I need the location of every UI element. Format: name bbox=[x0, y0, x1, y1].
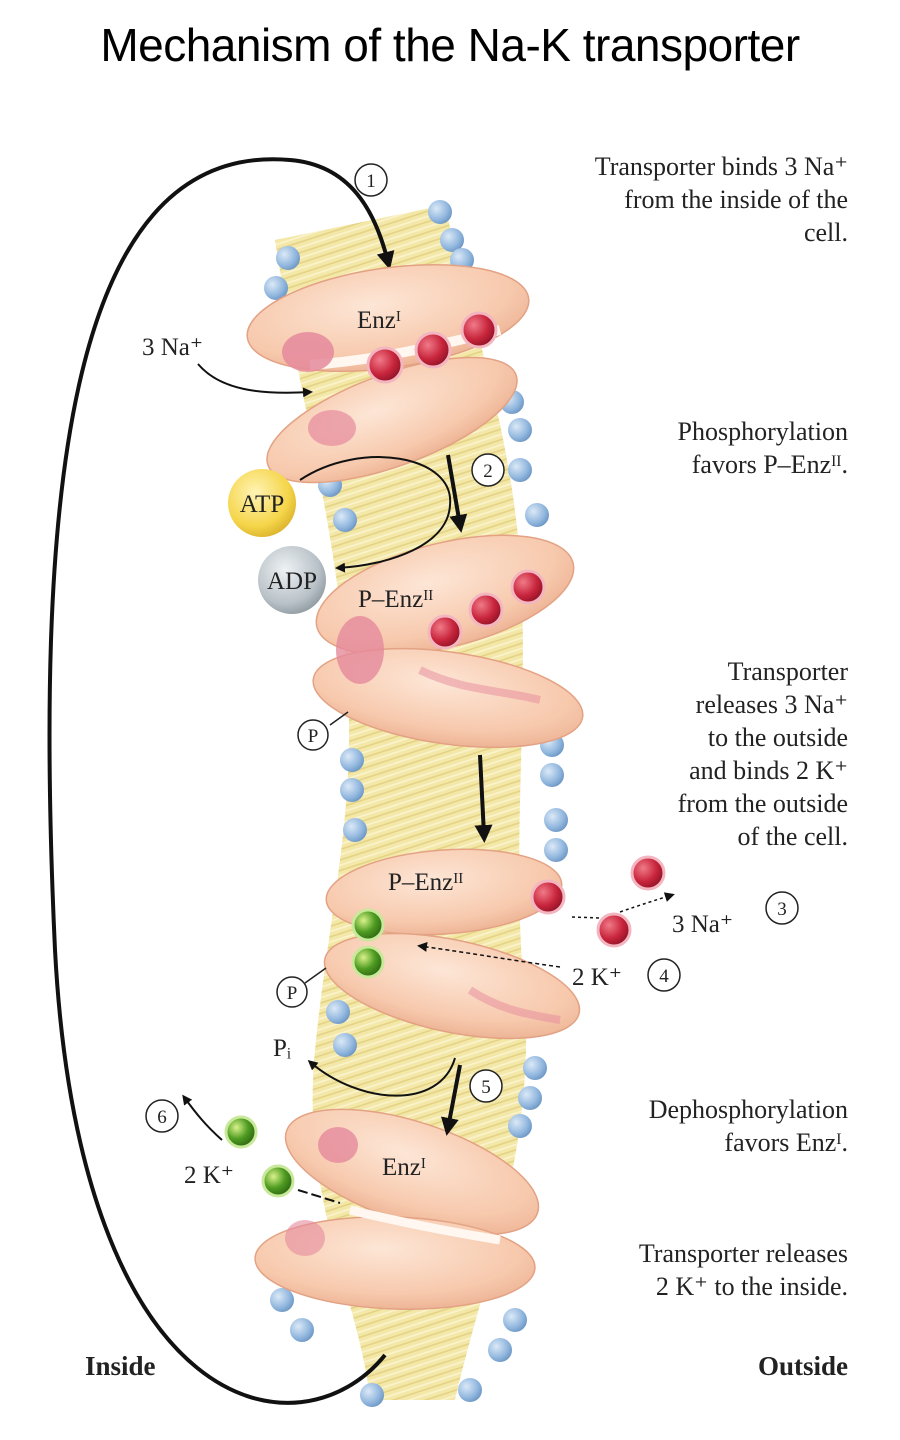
step-6-marker: 6 bbox=[145, 1099, 179, 1133]
svg-text:from the inside of the: from the inside of the bbox=[624, 185, 848, 214]
step-1-description: Transporter binds 3 Na⁺ from the inside … bbox=[595, 152, 848, 247]
lipid-head bbox=[518, 1086, 542, 1110]
label-pi: Pᵢ bbox=[273, 1035, 291, 1062]
step-4-marker: 4 bbox=[647, 958, 681, 992]
label-na-out: 3 Na⁺ bbox=[672, 911, 733, 938]
svg-text:Dephosphorylation: Dephosphorylation bbox=[649, 1095, 848, 1124]
label-k-out: 2 K⁺ bbox=[572, 964, 622, 991]
step-6-description: Transporter releases 2 K⁺ to the inside. bbox=[639, 1239, 848, 1301]
lipid-head bbox=[540, 763, 564, 787]
svg-text:4: 4 bbox=[659, 966, 669, 987]
potassium-ions-released bbox=[224, 1115, 295, 1198]
svg-text:ADP: ADP bbox=[267, 568, 317, 595]
label-na-in: 3 Na⁺ bbox=[142, 334, 203, 361]
svg-text:favors Enzᴵ.: favors Enzᴵ. bbox=[724, 1128, 848, 1157]
lipid-head bbox=[343, 818, 367, 842]
lipid-head bbox=[523, 1056, 547, 1080]
arrow-step-5 bbox=[441, 1064, 462, 1136]
lipid-head bbox=[508, 458, 532, 482]
svg-text:2: 2 bbox=[483, 461, 493, 482]
lipid-head bbox=[544, 808, 568, 832]
sodium-ions-stage-1 bbox=[366, 311, 498, 384]
lipid-head bbox=[333, 1033, 357, 1057]
phosphate-tag-1: P bbox=[297, 711, 349, 751]
membrane bbox=[275, 205, 527, 1400]
page-title: Mechanism of the Na-K transporter bbox=[100, 19, 800, 71]
sodium-ions-released bbox=[530, 855, 666, 948]
label-outside: Outside bbox=[758, 1351, 848, 1381]
lipid-head bbox=[525, 503, 549, 527]
svg-text:of the cell.: of the cell. bbox=[738, 822, 848, 851]
svg-text:6: 6 bbox=[157, 1107, 167, 1128]
step-2-description: Phosphorylation favors P–Enzᴵᴵ. bbox=[678, 417, 848, 479]
lipid-head bbox=[428, 200, 452, 224]
arrow-k-inside bbox=[182, 1094, 223, 1141]
step-5-marker: 5 bbox=[469, 1069, 503, 1103]
lipid-head bbox=[458, 1378, 482, 1402]
svg-text:2 K⁺ to the inside.: 2 K⁺ to the inside. bbox=[656, 1272, 848, 1301]
svg-text:and binds 2 K⁺: and binds 2 K⁺ bbox=[689, 756, 848, 785]
arrow-pi-release bbox=[307, 1057, 456, 1097]
sodium-ions-stage-2 bbox=[427, 569, 546, 650]
lipid-head bbox=[544, 838, 568, 862]
lipid-head bbox=[360, 1383, 384, 1407]
svg-text:1: 1 bbox=[366, 171, 376, 192]
svg-text:Transporter: Transporter bbox=[728, 657, 849, 686]
svg-text:ATP: ATP bbox=[240, 491, 284, 518]
lipid-head bbox=[290, 1318, 314, 1342]
label-inside: Inside bbox=[85, 1351, 156, 1381]
svg-text:P: P bbox=[308, 726, 319, 747]
lipid-head bbox=[488, 1338, 512, 1362]
svg-text:Transporter releases: Transporter releases bbox=[639, 1239, 848, 1268]
arrow-na-in bbox=[197, 363, 313, 398]
step-3-4-description: Transporter releases 3 Na⁺ to the outsid… bbox=[678, 657, 849, 851]
lipid-head bbox=[270, 1288, 294, 1312]
svg-text:Phosphorylation: Phosphorylation bbox=[678, 417, 848, 446]
svg-text:favors P–Enzᴵᴵ.: favors P–Enzᴵᴵ. bbox=[692, 450, 848, 479]
svg-text:cell.: cell. bbox=[804, 218, 848, 247]
arrow-step-2 bbox=[446, 454, 468, 533]
lipid-head bbox=[333, 508, 357, 532]
lipid-head bbox=[340, 748, 364, 772]
svg-text:to the outside: to the outside bbox=[708, 723, 848, 752]
lipid-heads bbox=[264, 200, 568, 1407]
lipid-head bbox=[276, 246, 300, 270]
enzyme-stage-2 bbox=[312, 534, 584, 749]
lipid-head bbox=[440, 228, 464, 252]
lipid-head bbox=[503, 1308, 527, 1332]
lipid-bilayer bbox=[275, 205, 527, 1400]
step-5-description: Dephosphorylation favors Enzᴵ. bbox=[649, 1095, 848, 1157]
label-p-enz2-b: P–Enzᴵᴵ bbox=[388, 869, 463, 896]
enzyme-stage-5 bbox=[254, 1108, 540, 1310]
lipid-head bbox=[508, 418, 532, 442]
potassium-ions-stage-3 bbox=[351, 908, 385, 979]
label-k-in: 2 K⁺ bbox=[184, 1162, 234, 1189]
svg-text:from the outside: from the outside bbox=[678, 789, 848, 818]
arrow-k-exit bbox=[297, 1189, 341, 1204]
lipid-head bbox=[326, 1000, 350, 1024]
svg-text:5: 5 bbox=[481, 1077, 491, 1098]
label-p-enz2-a: P–Enzᴵᴵ bbox=[358, 586, 433, 613]
phosphate-tag-2: P bbox=[276, 967, 327, 1008]
cycle-arrow bbox=[47, 157, 395, 1405]
arrow-k-in bbox=[417, 942, 561, 968]
lipid-head bbox=[508, 1114, 532, 1138]
label-enz1-top: Enzᴵ bbox=[357, 307, 401, 334]
svg-text:Transporter binds 3 Na⁺: Transporter binds 3 Na⁺ bbox=[595, 152, 848, 181]
atp-molecule: ATP bbox=[228, 469, 296, 537]
step-1-marker: 1 bbox=[354, 163, 388, 197]
arrow-step-3 bbox=[474, 754, 493, 843]
step-2-marker: 2 bbox=[471, 453, 505, 487]
adp-molecule: ADP bbox=[258, 546, 326, 614]
label-enz1-bottom: Enzᴵ bbox=[382, 1154, 426, 1181]
step-3-marker: 3 bbox=[765, 891, 799, 925]
arrow-atp-to-adp bbox=[299, 456, 452, 573]
svg-text:P: P bbox=[287, 983, 298, 1004]
svg-text:releases 3 Na⁺: releases 3 Na⁺ bbox=[696, 690, 848, 719]
arrow-na-out bbox=[571, 895, 672, 919]
lipid-head bbox=[264, 276, 288, 300]
lipid-head bbox=[340, 778, 364, 802]
svg-text:3: 3 bbox=[777, 899, 787, 920]
